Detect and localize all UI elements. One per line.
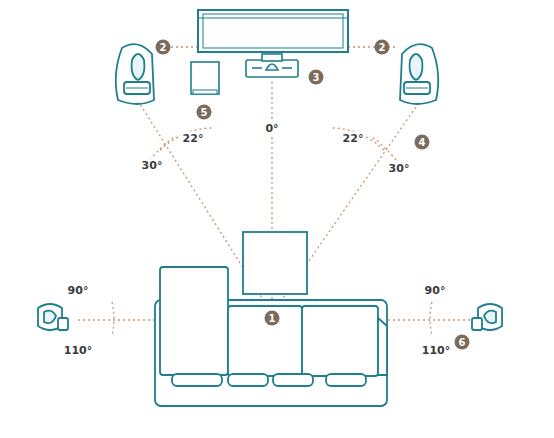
surround-left-speaker: [38, 304, 68, 330]
callout-number: 4: [415, 135, 430, 150]
angle-label: 22°: [341, 132, 366, 145]
callout-number: 6: [455, 335, 470, 350]
ottoman: [243, 232, 307, 294]
callout-number: 1: [265, 311, 280, 326]
tv: [198, 10, 348, 52]
callout-number: 2: [156, 40, 171, 55]
angle-label: 90°: [423, 284, 448, 297]
angle-label: 110°: [420, 344, 452, 357]
sofa: [155, 232, 387, 406]
callout-number: 3: [309, 70, 324, 85]
front-left-speaker: [116, 44, 154, 104]
center-speaker: [246, 54, 298, 77]
angle-label: 22°: [181, 132, 206, 145]
guide-lines: [78, 47, 470, 336]
surround-right-speaker: [472, 304, 502, 330]
front-right-speaker: [400, 44, 438, 104]
angle-label: 30°: [387, 162, 412, 175]
angle-label: 110°: [62, 344, 94, 357]
callout-number: 2: [375, 40, 390, 55]
subwoofer: [191, 62, 219, 94]
angle-label: 90°: [66, 284, 91, 297]
angle-label: 0°: [263, 122, 280, 135]
angle-label: 30°: [140, 159, 165, 172]
callout-number: 5: [197, 105, 212, 120]
